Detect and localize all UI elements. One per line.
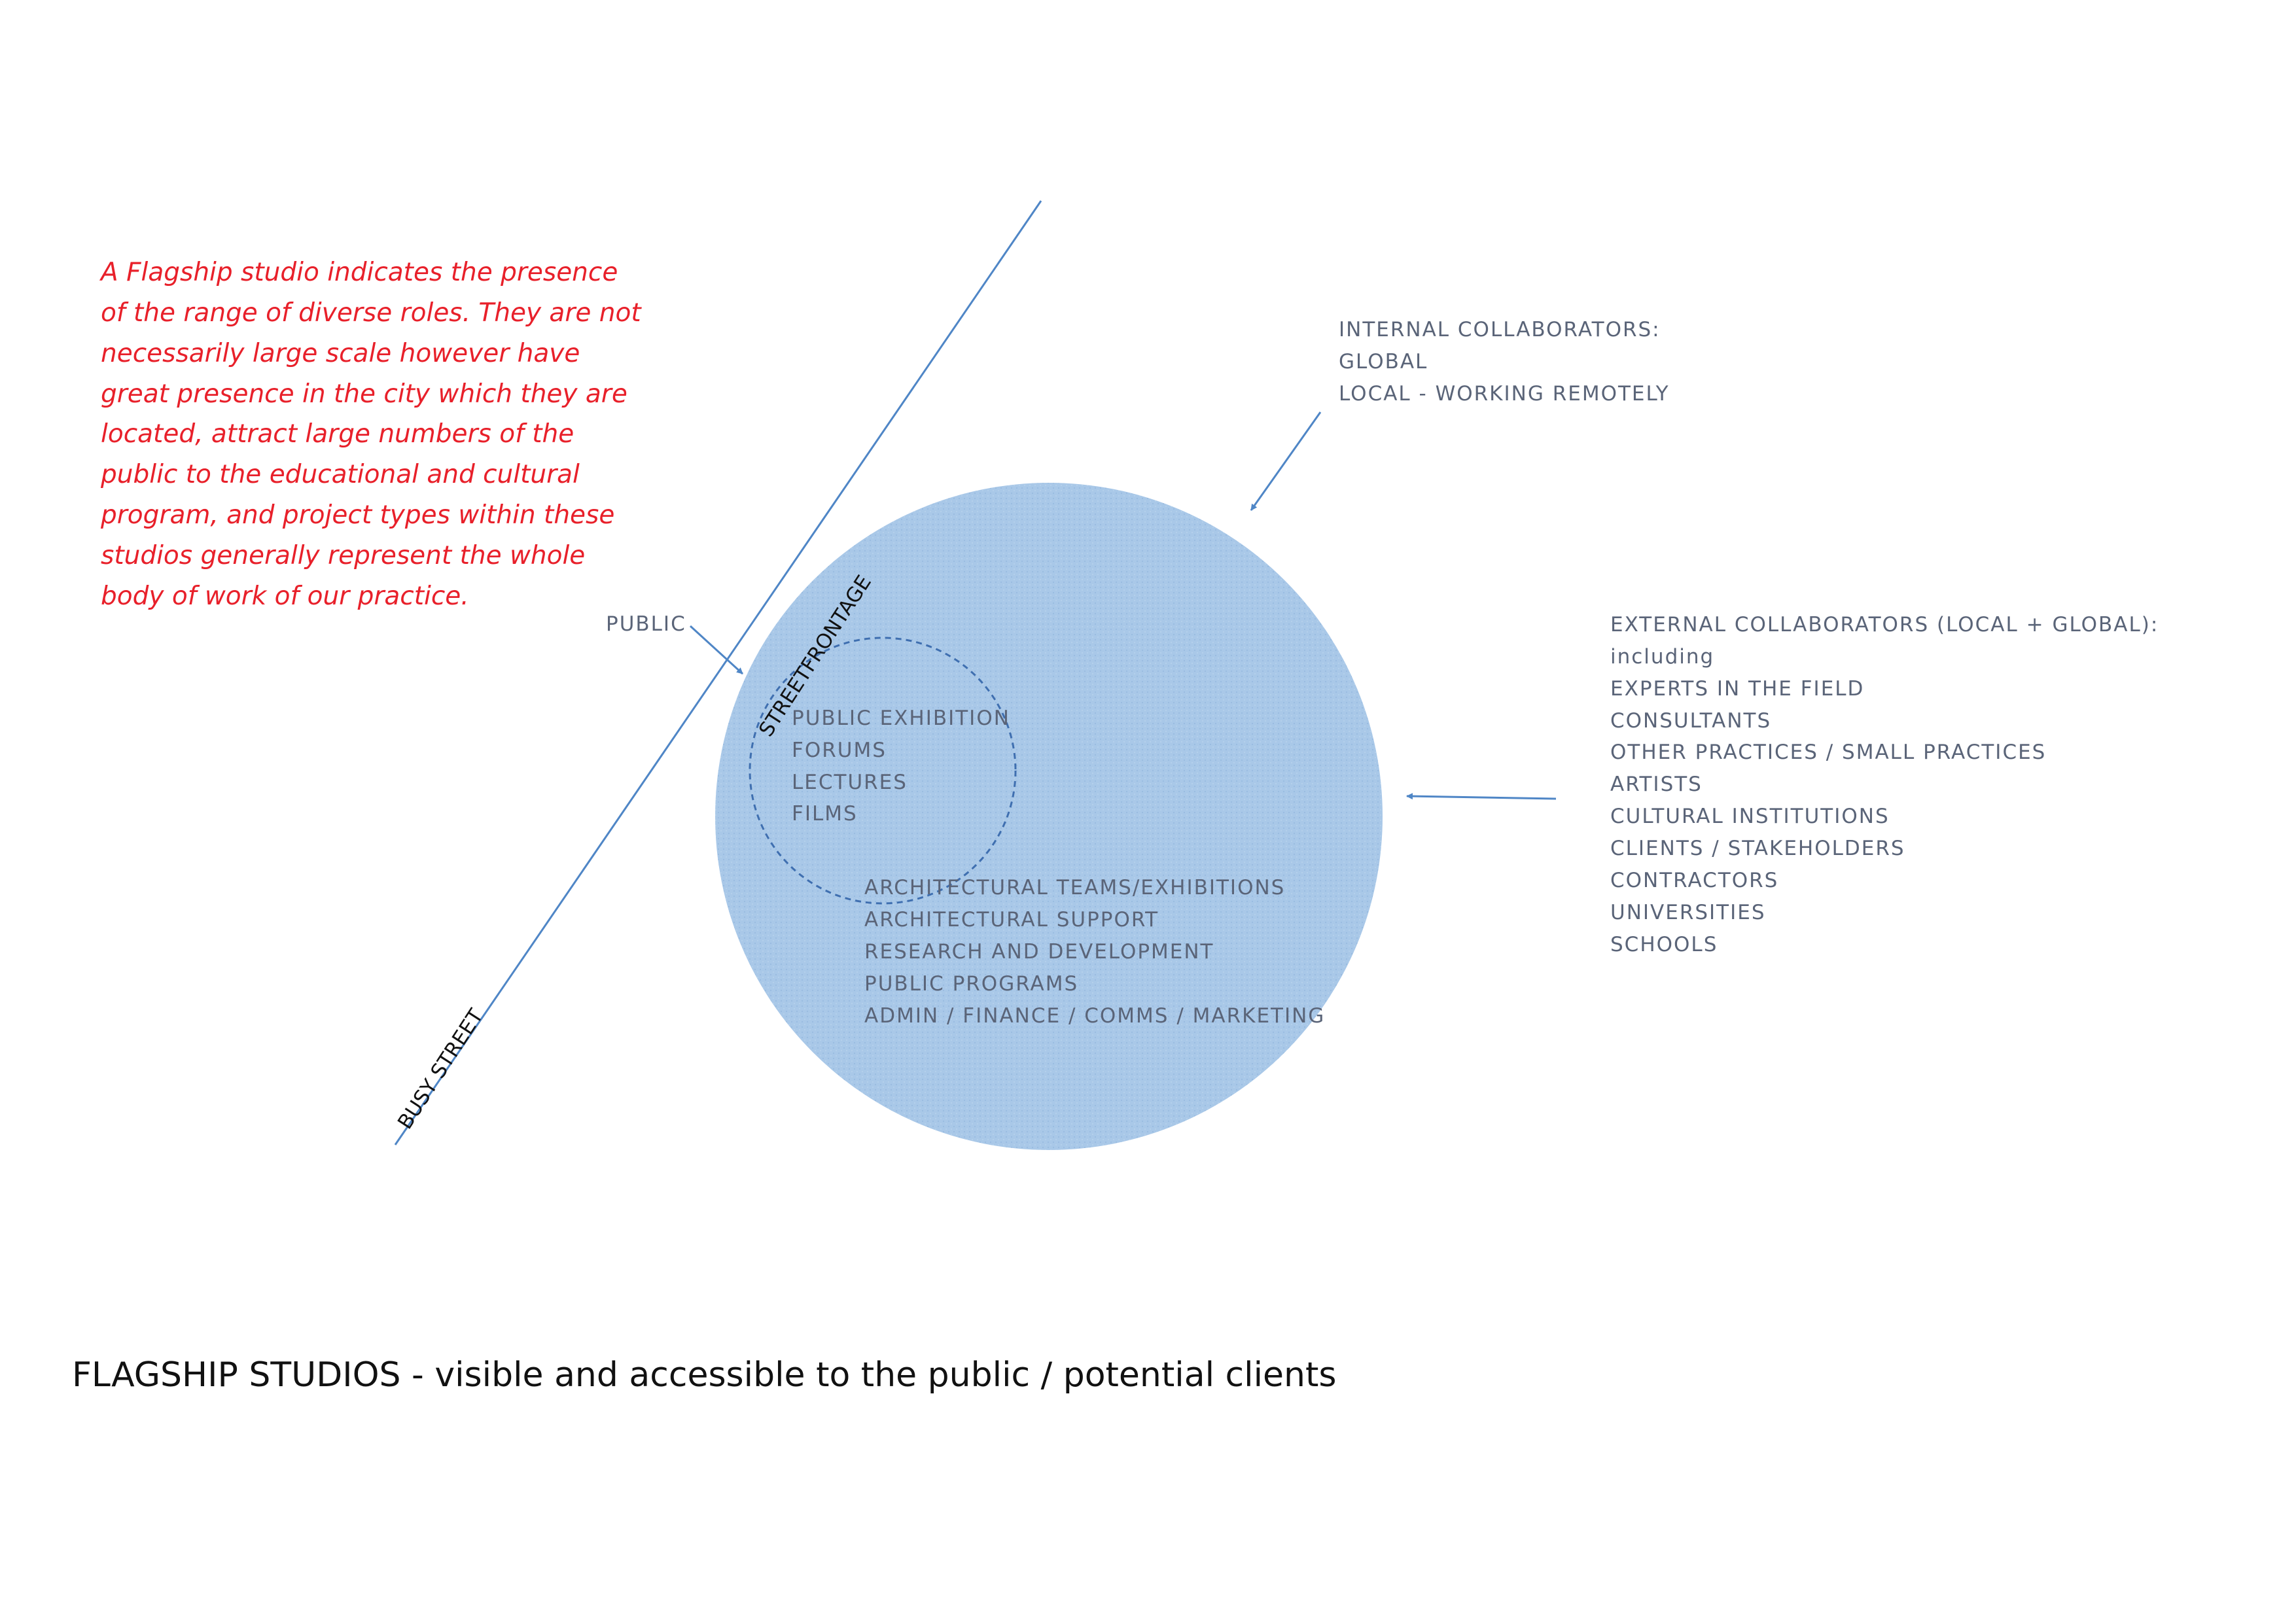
public-label: PUBLIC (606, 612, 686, 636)
note-line: great presence in the city which they ar… (101, 379, 627, 409)
internal-collaborators-arrow (1250, 411, 1322, 511)
external-collaborators-item: UNIVERSITIES (1610, 901, 1766, 924)
internal-collaborators-item: INTERNAL COLLABORATORS: (1339, 318, 1661, 341)
external-collaborators-item: CONSULTANTS (1610, 709, 1772, 733)
diagram-caption: FLAGSHIP STUDIOS - visible and accessibl… (72, 1355, 1337, 1395)
note-line: studios generally represent the whole (101, 541, 586, 570)
main-circle-item: RESEARCH AND DEVELOPMENT (864, 940, 1214, 964)
main-circle-item: ARCHITECTURAL TEAMS/EXHIBITIONS (864, 876, 1286, 899)
inner-circle-item: FORUMS (792, 739, 887, 762)
main-circle-item: ARCHITECTURAL SUPPORT (864, 908, 1159, 932)
busy-street-line (394, 200, 1042, 1145)
inner-circle-item: PUBLIC EXHIBITION (792, 707, 1010, 730)
public-program-circle (749, 637, 1017, 905)
external-collaborators-item: ARTISTS (1610, 773, 1703, 796)
main-circle-item: PUBLIC PROGRAMS (864, 972, 1079, 996)
note-line: A Flagship studio indicates the presence (101, 258, 618, 287)
external-collaborators-item: including (1610, 645, 1715, 669)
main-circle-item: ADMIN / FINANCE / COMMS / MARKETING (864, 1004, 1326, 1028)
note-line: body of work of our practice. (101, 582, 469, 611)
internal-collaborators-item: LOCAL - WORKING REMOTELY (1339, 382, 1670, 406)
public-arrow (689, 625, 744, 675)
external-collaborators-item: CONTRACTORS (1610, 869, 1779, 892)
inner-circle-item: FILMS (792, 802, 858, 826)
external-collaborators-item: SCHOOLS (1610, 933, 1718, 956)
external-collaborators-item: OTHER PRACTICES / SMALL PRACTICES (1610, 741, 2047, 764)
note-line: located, attract large numbers of the (101, 419, 574, 449)
studio-circle (715, 483, 1383, 1150)
note-line: necessarily large scale however have (101, 339, 580, 368)
external-collaborators-item: CLIENTS / STAKEHOLDERS (1610, 837, 1905, 860)
external-collaborators-item: EXPERTS IN THE FIELD (1610, 677, 1865, 701)
external-collaborators-arrow (1406, 793, 1557, 800)
inner-circle-item: LECTURES (792, 771, 908, 794)
external-collaborators-item: EXTERNAL COLLABORATORS (LOCAL + GLOBAL): (1610, 613, 2159, 637)
external-collaborators-item: CULTURAL INSTITUTIONS (1610, 805, 1890, 828)
internal-collaborators-item: GLOBAL (1339, 350, 1428, 374)
note-line: of the range of diverse roles. They are … (101, 298, 641, 328)
note-line: program, and project types within these (101, 500, 615, 530)
note-line: public to the educational and cultural (101, 460, 580, 489)
